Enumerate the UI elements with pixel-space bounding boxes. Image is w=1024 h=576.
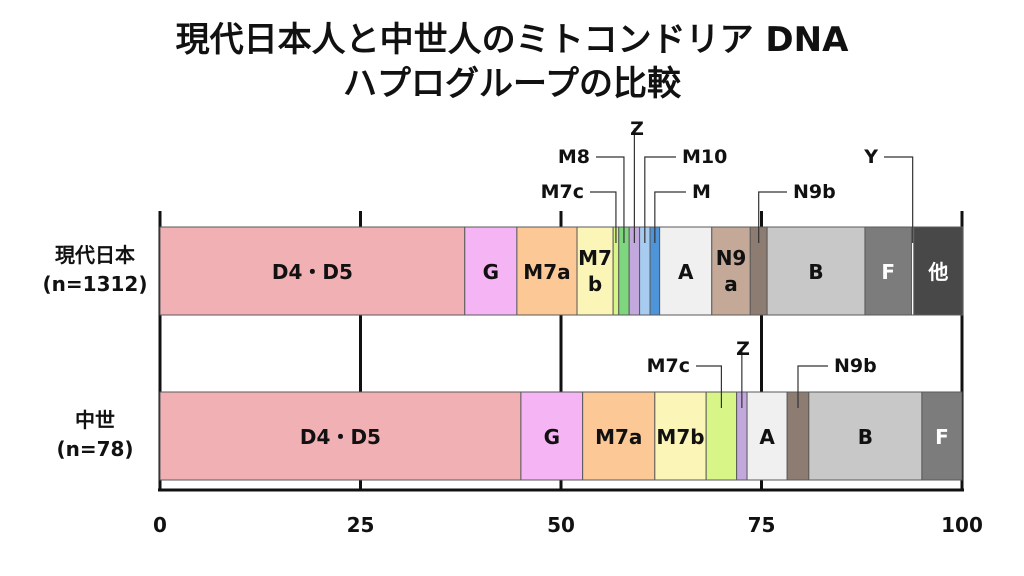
segment-label-他: 他 xyxy=(927,260,948,284)
x-tick-label-0: 0 xyxy=(153,513,167,537)
callout-label-M7c: M7c xyxy=(541,181,584,203)
segment-label-G: G xyxy=(483,260,499,284)
segment-label-M7b-b: b xyxy=(588,272,602,296)
segment-label-F: F xyxy=(935,425,949,449)
bar-segment-D4・D5 xyxy=(159,226,466,316)
segment-label-N9a-a: N9 xyxy=(716,246,747,270)
bar-segment-B xyxy=(766,226,866,316)
callout-label-M7c: M7c xyxy=(647,355,690,377)
segment-label-M7b-a: M7 xyxy=(578,246,612,270)
callout-label-M8: M8 xyxy=(558,146,590,168)
bar-segment-M7b xyxy=(654,391,707,481)
bar-segment-G xyxy=(520,391,584,481)
callout-line-M7c xyxy=(590,191,617,243)
bar-segment-A xyxy=(746,391,788,481)
segment-label-A: A xyxy=(678,260,694,284)
bar-segment-M7a xyxy=(582,391,656,481)
bar-segment-M7b xyxy=(576,226,614,316)
callout-line-M10 xyxy=(644,156,676,243)
callout-label-Y: Y xyxy=(863,146,878,168)
x-tick-label-25: 25 xyxy=(347,513,375,537)
callout-label-N9b: N9b xyxy=(793,181,836,203)
bar-segment-N9a xyxy=(711,226,751,316)
callout-line-Z xyxy=(633,128,637,243)
row-label-0-line-1: (n=1312) xyxy=(43,272,148,296)
chart-title-line-1: 現代日本人と中世人のミトコンドリア DNA xyxy=(175,20,849,60)
segment-label-D4・D5: D4・D5 xyxy=(300,425,381,449)
callout-line-Z xyxy=(741,348,743,408)
segment-label-B: B xyxy=(858,425,873,449)
row-label-1-line-0: 中世 xyxy=(75,408,115,432)
segment-label-B: B xyxy=(808,260,823,284)
chart-title-line-2: ハプログループの比較 xyxy=(343,64,681,104)
callout-label-N9b: N9b xyxy=(834,355,877,377)
row-label-0-line-0: 現代日本 xyxy=(55,243,135,267)
callout-label-M10: M10 xyxy=(682,146,727,168)
row-label-1-line-1: (n=78) xyxy=(56,437,133,461)
callout-line-N9b xyxy=(797,365,828,408)
bar-segment-他 xyxy=(913,226,964,316)
x-tick-label-100: 100 xyxy=(941,513,983,537)
x-tick-label-50: 50 xyxy=(547,513,575,537)
segment-label-F: F xyxy=(881,260,895,284)
bar-segment-F xyxy=(921,391,963,481)
segment-label-D4・D5: D4・D5 xyxy=(272,260,353,284)
chart-title: 現代日本人と中世人のミトコンドリア DNA ハプログループの比較 xyxy=(0,18,1024,106)
callout-label-Z: Z xyxy=(736,338,750,360)
callout-line-Y xyxy=(884,156,914,243)
segment-label-M7a: M7a xyxy=(595,425,642,449)
callout-line-N9b xyxy=(758,191,787,243)
bar-segment-B xyxy=(808,391,923,481)
bar-segment-G xyxy=(464,226,518,316)
bar-segment-F xyxy=(864,226,912,316)
bar-segment-M7a xyxy=(516,226,578,316)
segment-label-M7b: M7b xyxy=(656,425,704,449)
segment-label-M7a: M7a xyxy=(523,260,570,284)
segment-label-G: G xyxy=(544,425,560,449)
callout-label-M: M xyxy=(692,181,711,203)
callout-label-Z: Z xyxy=(630,118,644,140)
callout-line-M7c xyxy=(696,365,722,408)
x-tick-label-75: 75 xyxy=(748,513,776,537)
segment-label-N9a-b: a xyxy=(724,272,738,296)
callout-line-M xyxy=(654,191,686,243)
callout-line-M8 xyxy=(596,156,625,243)
segment-label-A: A xyxy=(759,425,775,449)
bar-segment-D4・D5 xyxy=(159,391,522,481)
